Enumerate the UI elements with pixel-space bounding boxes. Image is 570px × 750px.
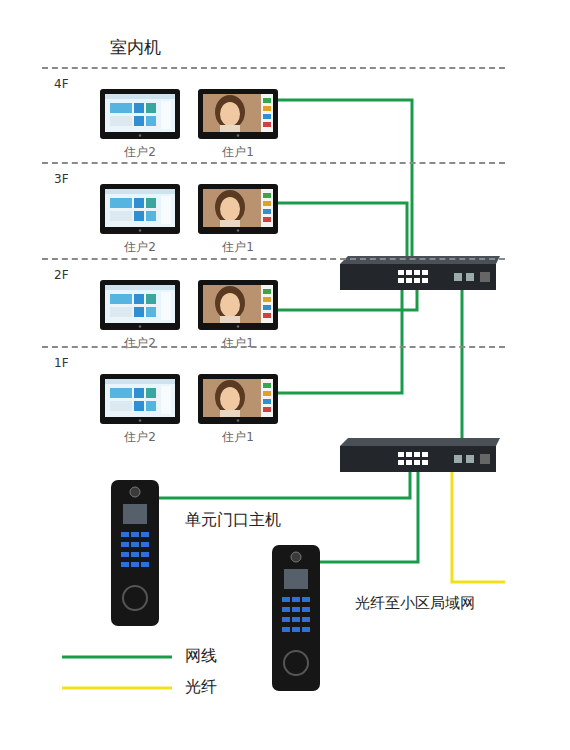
- indoor-monitor: 住户2: [100, 280, 180, 352]
- resident-caption: 住户1: [198, 144, 278, 161]
- indoor-monitor: 住户1: [198, 280, 278, 352]
- resident-caption: 住户1: [198, 335, 278, 352]
- floor-label: 3F: [54, 172, 69, 186]
- resident-caption: 住户2: [100, 429, 180, 446]
- indoor-monitor: 住户1: [198, 89, 278, 161]
- annotation-label: 单元门口主机: [185, 510, 281, 531]
- floor-label: 1F: [54, 356, 69, 370]
- monitor-graphic: [100, 184, 180, 234]
- floor-band: 4F 住户2 住户1: [42, 67, 505, 162]
- monitor-graphic: [100, 89, 180, 139]
- resident-caption: 住户2: [100, 335, 180, 352]
- annotation-label: 光纤至小区局域网: [355, 594, 475, 613]
- fiber-wire: [452, 470, 505, 582]
- legend-line-sample: [62, 656, 172, 659]
- indoor-monitor: 住户1: [198, 374, 278, 446]
- monitor-graphic: [100, 374, 180, 424]
- floor-label: 2F: [54, 268, 69, 282]
- indoor-monitor: 住户2: [100, 89, 180, 161]
- floor-band: 3F 住户2 住户1: [42, 162, 505, 258]
- monitor-graphic: [198, 89, 278, 139]
- floor-band: 1F 住户2 住户1: [42, 346, 505, 456]
- floor-label: 4F: [54, 77, 69, 91]
- legend-text: 光纤: [185, 677, 217, 698]
- network-switch: [340, 256, 500, 290]
- monitor-graphic: [198, 280, 278, 330]
- legend-text: 网线: [185, 646, 217, 667]
- monitor-graphic: [198, 374, 278, 424]
- resident-caption: 住户2: [100, 144, 180, 161]
- network-switch: [340, 438, 500, 472]
- resident-caption: 住户1: [198, 429, 278, 446]
- resident-caption: 住户2: [100, 239, 180, 256]
- monitor-graphic: [198, 184, 278, 234]
- floor-band: 2F住户2住户1: [42, 258, 505, 346]
- indoor-monitor: 住户2: [100, 184, 180, 256]
- legend-line-sample: [62, 687, 172, 690]
- indoor-monitor: 住户2: [100, 374, 180, 446]
- door-station: [272, 545, 320, 691]
- resident-caption: 住户1: [198, 239, 278, 256]
- ethernet-wires: [158, 100, 462, 562]
- indoor-monitor: 住户1: [198, 184, 278, 256]
- door-station: [111, 480, 159, 626]
- monitor-graphic: [100, 280, 180, 330]
- annotation-label: 室内机: [110, 36, 161, 59]
